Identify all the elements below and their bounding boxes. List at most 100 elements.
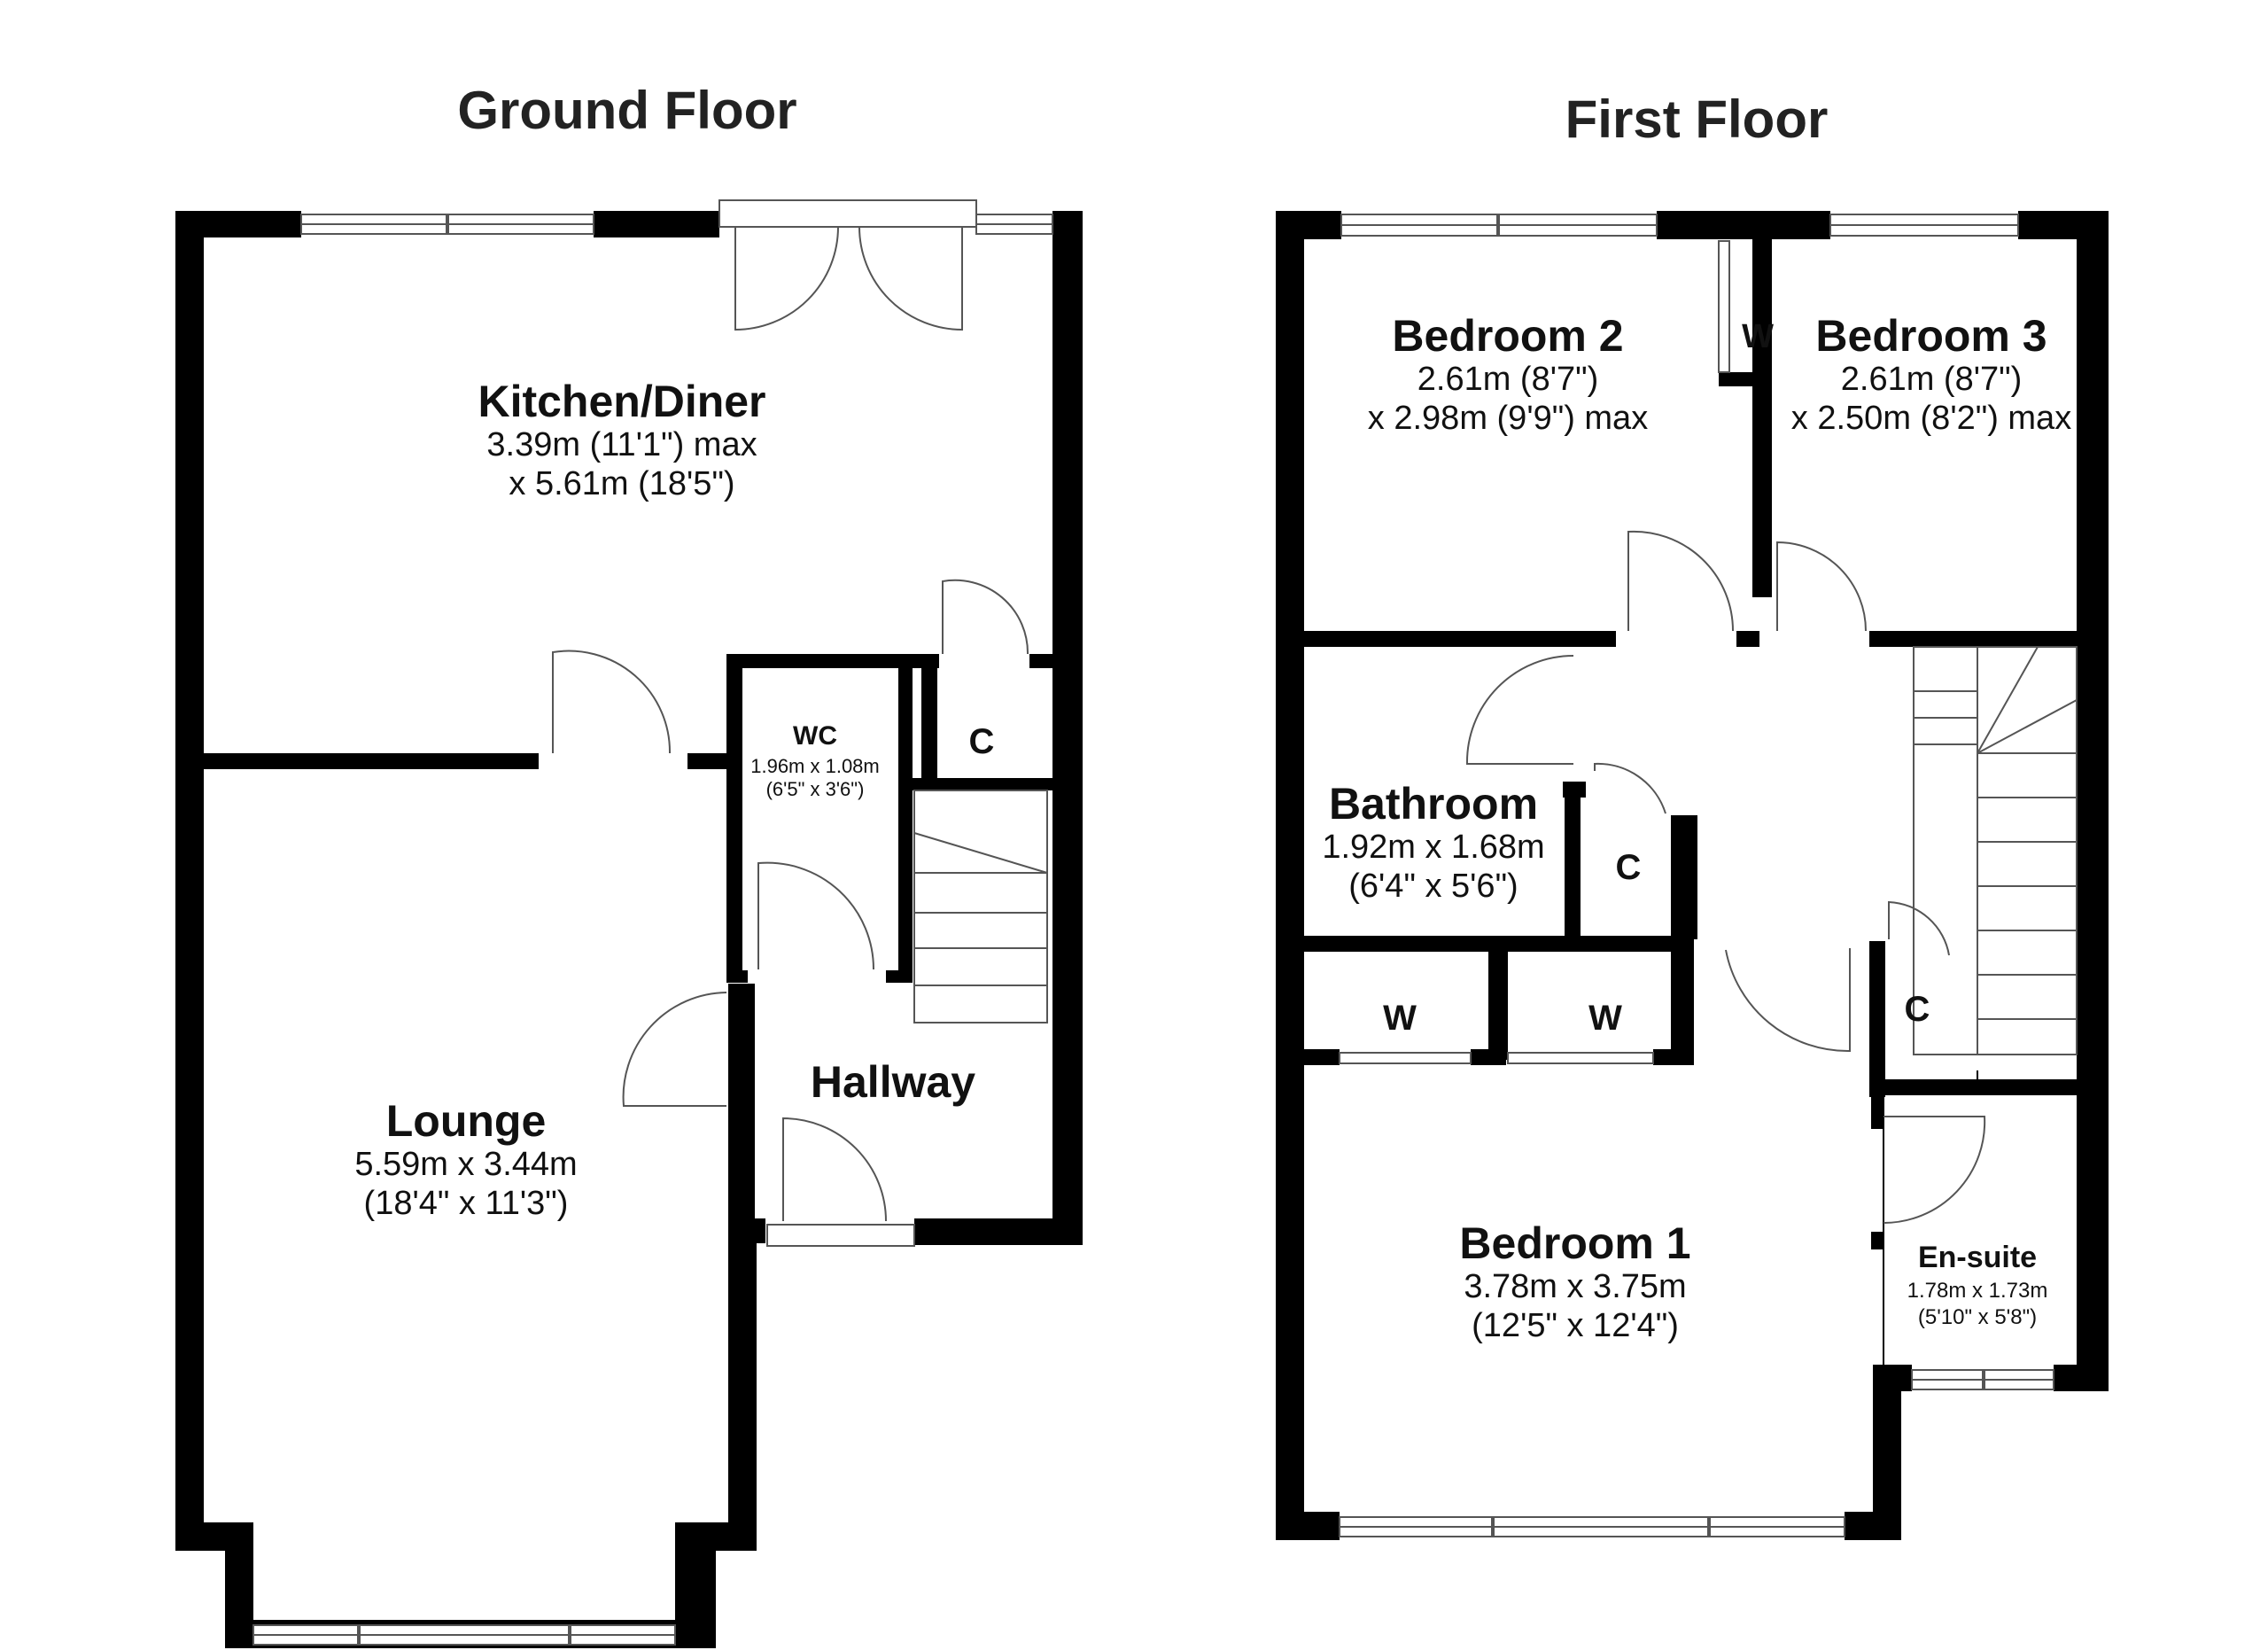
ff-bath-top-stub xyxy=(1563,782,1586,798)
gf-top-wall-b xyxy=(594,211,719,237)
ff-bath-right-wall xyxy=(1565,782,1581,936)
ff-bottom-wall-left xyxy=(1276,1512,1340,1540)
gf-cupboard-door xyxy=(942,579,1029,655)
bedroom1-dim2: (12'5" x 12'4") xyxy=(1472,1307,1679,1344)
bedroom2-name: Bedroom 2 xyxy=(1392,311,1623,361)
gf-cupboard-name: C xyxy=(969,722,995,761)
kitchen-dim1: 3.39m (11'1") max xyxy=(486,426,757,463)
ff-top-wall-c xyxy=(2018,211,2109,239)
ff-wardrobe-left-name: W xyxy=(1383,999,1417,1038)
gf-left-wall xyxy=(175,211,204,1551)
first-floor-title: First Floor xyxy=(1565,90,1829,149)
ground-floor-title: Ground Floor xyxy=(457,81,796,140)
gf-wc-bottom-right xyxy=(886,970,913,983)
gf-cupboard-left-wall xyxy=(921,654,937,778)
gf-wc-bottom-left xyxy=(726,970,748,983)
gf-front-door xyxy=(782,1117,887,1222)
lounge-name: Lounge xyxy=(386,1096,547,1146)
ff-cupboard2-left-wall xyxy=(1869,941,1885,1097)
gf-wc-top-wall xyxy=(726,654,939,668)
ff-bed1-top-right xyxy=(1653,1049,1692,1065)
ensuite-dim1: 1.78m x 1.73m xyxy=(1907,1279,2048,1303)
ff-bed1-top-mid xyxy=(1471,1049,1506,1065)
ff-right-wall xyxy=(2077,211,2109,1391)
gf-patio-door-right xyxy=(858,226,963,331)
ground-floor-plan: Kitchen/Diner 3.39m (11'1") max x 5.61m … xyxy=(175,199,1083,1648)
ff-wardrobe-divider xyxy=(1488,936,1508,1060)
gf-hall-lounge-door xyxy=(622,992,727,1107)
ff-left-wall xyxy=(1276,211,1304,1540)
gf-kitchen-wc-wall-stub xyxy=(687,753,730,769)
gf-lounge-door xyxy=(552,650,672,754)
first-floor-plan: Bedroom 2 2.61m (8'7") x 2.98m (9'9") ma… xyxy=(1276,211,2109,1540)
ff-cupboard2-door xyxy=(1888,900,1950,956)
ff-ensuite-bottom-left xyxy=(1873,1365,1912,1391)
ff-wardrobe-right-name: W xyxy=(1588,999,1622,1038)
ff-bed1-top-left xyxy=(1304,1049,1340,1065)
ff-ensuite-left-stub xyxy=(1871,1079,1884,1129)
gf-wc-door xyxy=(757,861,875,970)
bathroom-dim1: 1.92m x 1.68m xyxy=(1322,829,1544,866)
wc-name: WC xyxy=(793,721,837,751)
bedroom1-dim1: 3.78m x 3.75m xyxy=(1464,1268,1686,1305)
gf-patio-door-left xyxy=(734,226,839,331)
ff-ensuite-step-wall xyxy=(1873,1382,1901,1540)
gf-wc-left-wall xyxy=(726,654,742,982)
lounge-dim2: (18'4" x 11'3") xyxy=(364,1185,569,1222)
ff-wardrobe-bottom xyxy=(1719,372,1772,386)
gf-cupboard-top-stub xyxy=(1029,654,1065,668)
ensuite-dim2: (5'10" x 5'8") xyxy=(1918,1305,2037,1329)
ff-stairs xyxy=(1913,646,2078,1055)
ff-bed2-door xyxy=(1627,530,1735,632)
bedroom2-dim2: x 2.98m (9'9") max xyxy=(1368,400,1648,437)
ff-bed3-door xyxy=(1776,541,1867,632)
bedroom3-dim2: x 2.50m (8'2") max xyxy=(1791,400,2071,437)
bedroom3-name: Bedroom 3 xyxy=(1815,311,2047,361)
ff-ensuite-left-stub2 xyxy=(1871,1232,1884,1249)
ff-cupboard-top-stub xyxy=(1671,815,1696,831)
ff-bed3-bottom-wall xyxy=(1869,631,2077,647)
lounge-dim1: 5.59m x 3.44m xyxy=(354,1146,577,1183)
ff-wardrobe-top-name: W xyxy=(1742,318,1774,355)
hallway-name: Hallway xyxy=(811,1057,975,1107)
ff-bed2-bed3-wall xyxy=(1752,211,1772,597)
gf-wc-right-wall xyxy=(898,654,913,982)
kitchen-dim2: x 5.61m (18'5") xyxy=(509,465,734,502)
ff-top-wall-b xyxy=(1657,211,1830,239)
gf-lounge-hall-wall xyxy=(728,984,755,1223)
ff-ensuite-door xyxy=(1883,1116,1986,1225)
ff-landing-door xyxy=(1725,948,1851,1053)
bathroom-name: Bathroom xyxy=(1329,779,1538,829)
bathroom-dim2: (6'4" x 5'6") xyxy=(1348,868,1518,905)
gf-stairs xyxy=(913,790,1048,1023)
gf-kitchen-lounge-wall xyxy=(204,753,539,769)
gf-patio-door-frame xyxy=(718,199,977,228)
ff-cupboard-right-name: C xyxy=(1905,990,1930,1029)
ensuite-name: En-suite xyxy=(1918,1241,2037,1274)
ff-wardrobe-right-wall xyxy=(1671,936,1694,1065)
ff-bed2-bottom-stub xyxy=(1736,631,1759,647)
ff-cupboard-right-wall xyxy=(1671,815,1697,939)
bedroom3-dim1: 2.61m (8'7") xyxy=(1841,361,2023,398)
bedroom2-dim1: 2.61m (8'7") xyxy=(1418,361,1599,398)
wc-dim2: (6'5" x 3'6") xyxy=(766,778,865,800)
ff-cupboard-mid-name: C xyxy=(1616,848,1642,887)
gf-top-wall-a xyxy=(175,211,301,237)
ff-wardrobe-left-door xyxy=(1339,1052,1472,1064)
ff-wardrobe-right-door xyxy=(1507,1052,1654,1064)
ff-bed2-bottom-wall xyxy=(1304,631,1616,647)
gf-front-door-frame xyxy=(766,1224,915,1247)
ff-top-wall-a xyxy=(1276,211,1341,239)
kitchen-name: Kitchen/Diner xyxy=(478,377,765,426)
ff-cupboard-door xyxy=(1594,762,1666,814)
bedroom1-name: Bedroom 1 xyxy=(1459,1218,1690,1268)
gf-lounge-right-wall xyxy=(728,1218,757,1551)
ff-ensuite-top-wall xyxy=(1871,1079,2077,1095)
ff-wardrobe-top-door xyxy=(1718,240,1730,373)
ff-bathroom-door xyxy=(1465,655,1574,765)
gf-right-wall xyxy=(1052,211,1083,1245)
gf-cupboard-bottom-wall xyxy=(913,778,1052,790)
gf-top-wall-c xyxy=(1052,211,1083,237)
wc-dim1: 1.96m x 1.08m xyxy=(750,755,880,777)
